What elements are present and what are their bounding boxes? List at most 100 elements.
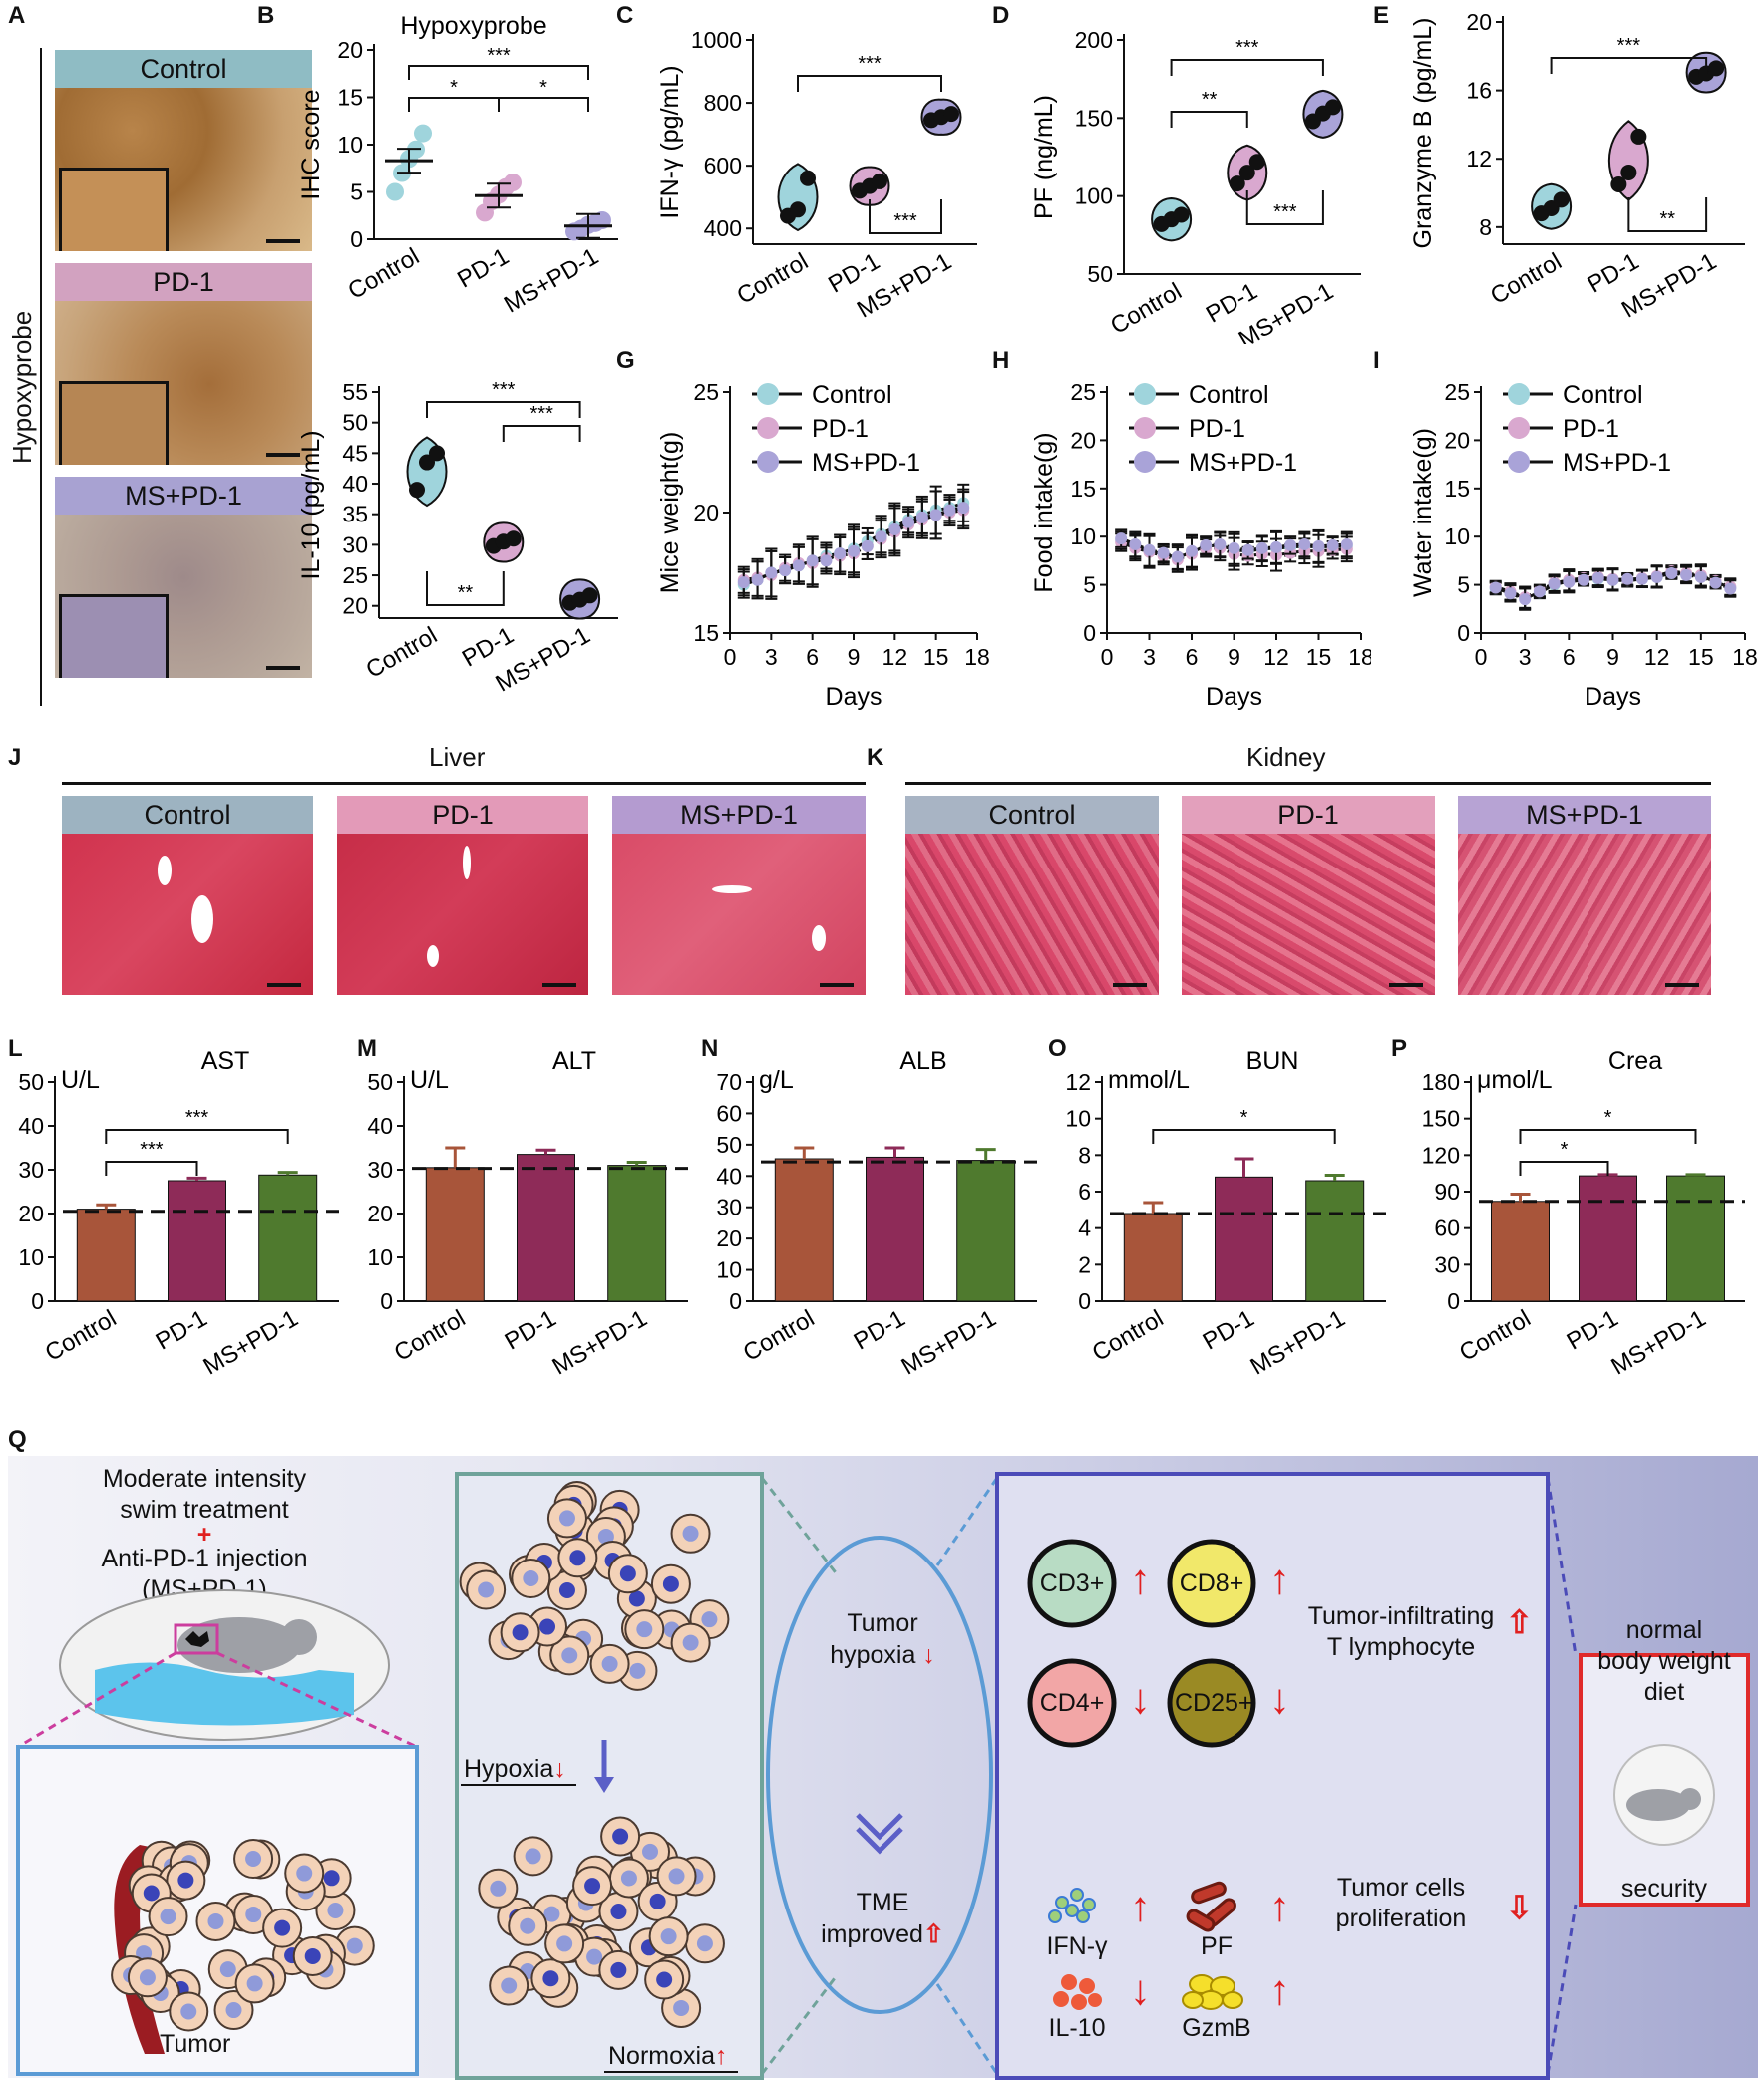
panel-label-i: I [1373, 347, 1380, 374]
significance-bracket [426, 571, 505, 606]
kidney-image-label: PD-1 [1182, 796, 1435, 834]
data-point [1621, 572, 1634, 585]
y-tick-label: 45 [342, 440, 368, 466]
x-category-label: Control [343, 243, 424, 305]
data-point [902, 516, 915, 528]
cd8-cell-icon [1167, 1539, 1256, 1628]
arrow-down-icon: ↓ [1130, 1966, 1151, 2013]
vessel [158, 856, 172, 885]
cell-nucleus-icon [525, 1848, 541, 1865]
cell-nucleus-icon [246, 1975, 263, 1992]
hypoxia-text: Hypoxia [464, 1755, 554, 1783]
legend-marker [757, 451, 779, 473]
cell-nucleus-icon [304, 1947, 321, 1964]
y-tick-label: 0 [1457, 620, 1470, 646]
safety-line1: normal [1625, 1616, 1703, 1644]
cell-nucleus-icon [673, 1999, 690, 2016]
significance-bracket [1245, 190, 1324, 225]
data-point [790, 201, 806, 218]
significance-label: *** [492, 379, 516, 401]
cell-nucleus-icon [569, 1550, 586, 1566]
y-tick-label: 50 [367, 1069, 393, 1095]
connector-line [1546, 1477, 1578, 1656]
bar [258, 1174, 318, 1302]
cell-nucleus-icon [520, 1917, 536, 1934]
significance-bracket [1519, 1129, 1697, 1144]
chart-title: Hypoxyprobe [400, 12, 546, 40]
cell-nucleus-icon [610, 1903, 627, 1919]
y-tick-label: 50 [18, 1069, 44, 1095]
tumor-label: Tumor [160, 2030, 231, 2058]
y-tick-label: 12 [1065, 1069, 1091, 1095]
cell-nucleus-icon [682, 1525, 699, 1542]
y-tick-label: 20 [342, 593, 368, 619]
x-category-label: Control [739, 1305, 820, 1367]
x-tick-label: 0 [1101, 644, 1114, 670]
panel-label-n: N [701, 1035, 719, 1062]
significance-label: *** [1235, 37, 1259, 59]
legend-label: MS+PD-1 [1563, 449, 1671, 477]
y-tick-label: 10 [1065, 1106, 1091, 1132]
y-tick-label: 25 [693, 379, 719, 405]
bar [76, 1209, 136, 1302]
y-tick-label: 60 [1434, 1215, 1460, 1241]
y-tick-label: 10 [367, 1244, 393, 1270]
legend-marker [1508, 383, 1530, 405]
y-axis-label: Mice weight(g) [658, 432, 684, 594]
data-point [1255, 541, 1268, 554]
y-tick-label: 800 [704, 90, 742, 116]
cell-nucleus-icon [177, 1872, 194, 1889]
panel-label-g: G [616, 347, 635, 374]
data-point [1708, 60, 1725, 77]
x-tick-label: 6 [1563, 644, 1576, 670]
y-tick-label: 0 [729, 1288, 742, 1314]
vessel [427, 945, 439, 967]
safety-text: normal body weight diet [1584, 1615, 1745, 1708]
treatment-line3: Anti-PD-1 injection [101, 1545, 308, 1572]
significance-bracket [498, 97, 589, 112]
panel-a-side-label: Hypoxyprobe [7, 311, 37, 464]
connector-line [1546, 1904, 1578, 2075]
x-tick-label: 18 [964, 644, 990, 670]
y-tick-label: 15 [693, 620, 719, 646]
legend-label: MS+PD-1 [1189, 449, 1297, 477]
arrow-up-icon: ↑ [1269, 1966, 1290, 2013]
data-point [1630, 128, 1647, 145]
data-point [1326, 538, 1339, 551]
y-tick-label: 150 [1422, 1106, 1460, 1132]
kidney-divider [905, 782, 1711, 785]
mouse-head-icon [281, 1619, 317, 1655]
data-point [929, 509, 942, 521]
data-point [1229, 175, 1245, 192]
significance-label: ** [1202, 89, 1218, 111]
cell-nucleus-icon [143, 1885, 160, 1902]
significance-label: ** [458, 582, 474, 604]
significance-bracket [869, 199, 942, 234]
legend-label: PD-1 [1189, 415, 1245, 443]
y-tick-label: 40 [342, 471, 368, 497]
unit-label: μmol/L [1477, 1066, 1553, 1094]
significance-bracket [1170, 111, 1248, 128]
liver-image-label: PD-1 [337, 796, 588, 834]
data-point [792, 559, 805, 572]
data-point [1680, 568, 1693, 581]
legend-marker [1134, 417, 1156, 439]
cell-nucleus-icon [649, 1893, 666, 1909]
x-category-label: Control [41, 1305, 122, 1367]
tumor-cell-cluster-1 [111, 1839, 375, 2032]
bar [607, 1165, 667, 1302]
cell-nucleus-icon [642, 1843, 659, 1860]
data-point [1635, 572, 1648, 585]
data-point [1171, 550, 1184, 563]
vessel [812, 925, 826, 951]
panel-label-h: H [992, 347, 1010, 374]
significance-bracket [105, 1129, 289, 1144]
y-tick-label: 10 [1070, 523, 1096, 549]
y-tick-label: 0 [1083, 620, 1096, 646]
panel-label-d: D [992, 2, 1010, 29]
arrow-down-icon: ↓ [553, 1755, 566, 1783]
bar [956, 1160, 1016, 1302]
x-category-label: Control [1455, 1305, 1536, 1367]
